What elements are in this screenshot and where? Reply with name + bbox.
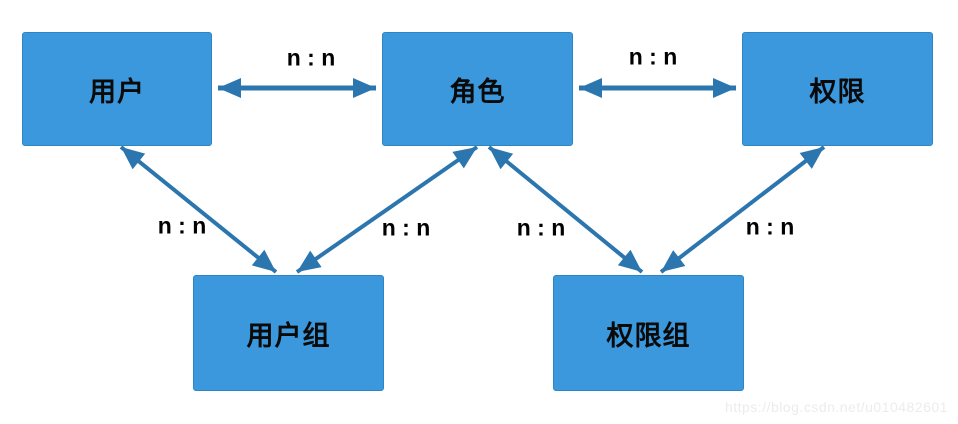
- edge-permission-permissiongroup: [659, 145, 826, 274]
- edge-label-user-usergroup: n : n: [157, 212, 207, 239]
- node-permission: 权限: [742, 32, 933, 146]
- edge-role-usergroup: [295, 145, 479, 274]
- watermark: https://blog.csdn.net/u010482601: [724, 399, 948, 415]
- edge-role-permissiongroup: [487, 145, 644, 274]
- edge-label-role-permission: n : n: [628, 43, 678, 70]
- node-user: 用户: [22, 32, 212, 146]
- edge-label-user-role: n : n: [286, 44, 336, 71]
- edge-label-role-usergroup: n : n: [381, 214, 431, 241]
- node-user-group-label: 用户组: [246, 320, 331, 351]
- edge-label-permission-permissiongroup: n : n: [745, 213, 795, 240]
- edge-label-role-permissiongroup: n : n: [516, 214, 566, 241]
- node-permission-group-label: 权限组: [606, 320, 691, 351]
- node-permission-group: 权限组: [553, 275, 744, 391]
- node-user-group: 用户组: [193, 275, 384, 391]
- edge-user-usergroup: [119, 145, 278, 274]
- node-role: 角色: [382, 32, 573, 146]
- node-user-label: 用户: [89, 76, 145, 107]
- node-permission-label: 权限: [809, 76, 866, 107]
- node-role-label: 角色: [449, 76, 506, 107]
